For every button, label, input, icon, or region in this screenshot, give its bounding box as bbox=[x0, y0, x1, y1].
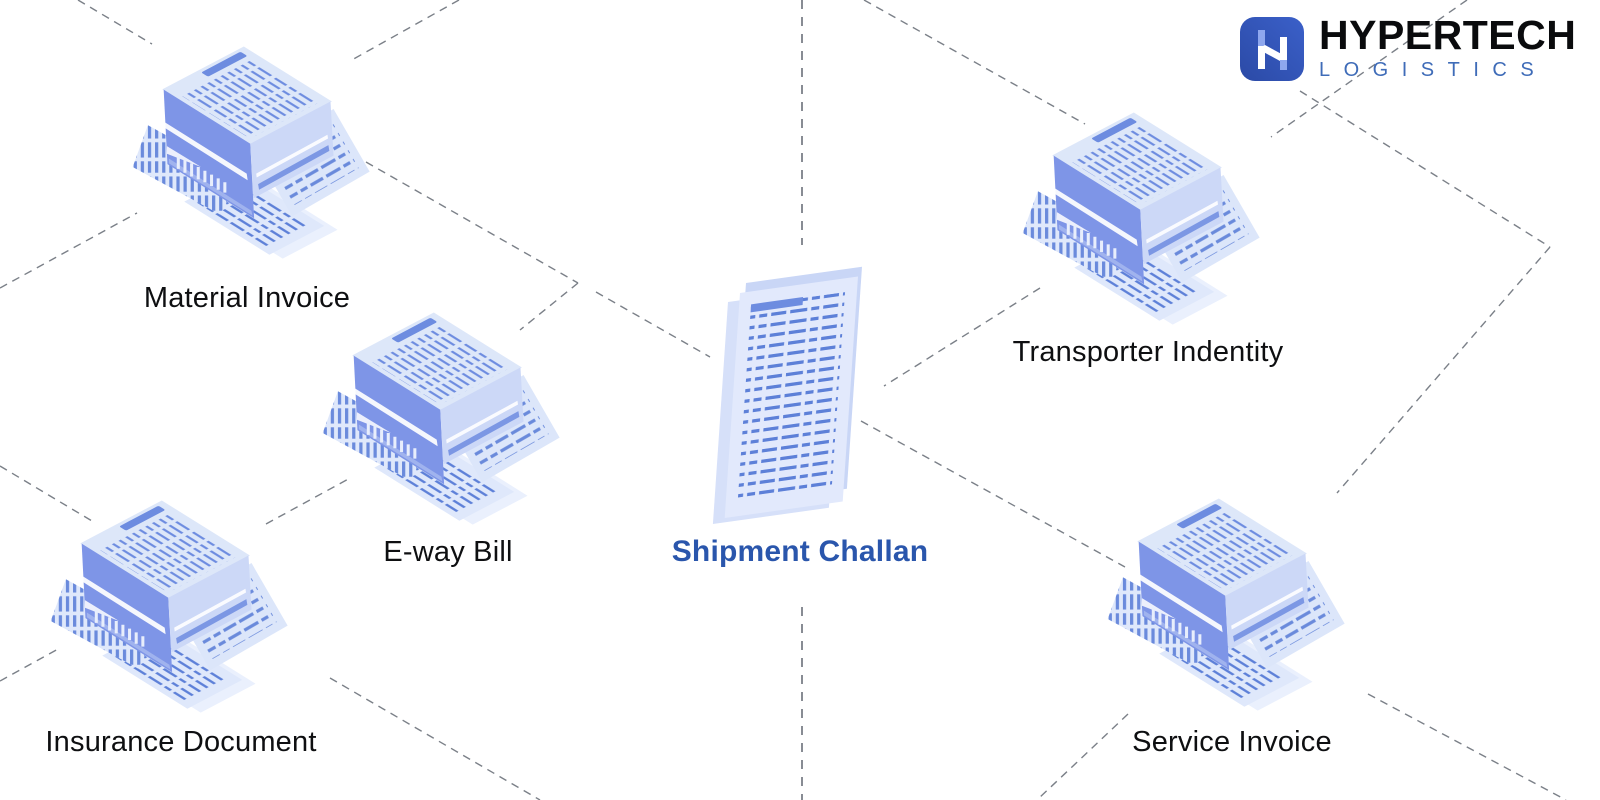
label-service-invoice: Service Invoice bbox=[1132, 726, 1332, 758]
e-way-bill-icon bbox=[321, 310, 562, 527]
label-e-way-bill: E-way Bill bbox=[383, 536, 513, 568]
label-insurance-document: Insurance Document bbox=[45, 726, 317, 758]
label-material-invoice: Material Invoice bbox=[143, 282, 351, 314]
logo: HYPERTECH LOGISTICS bbox=[1240, 12, 1577, 82]
insurance-document-icon bbox=[49, 498, 290, 715]
shipment-challan-icon bbox=[712, 266, 862, 524]
logo-tagline: LOGISTICS bbox=[1319, 58, 1548, 81]
service-invoice-icon bbox=[1106, 496, 1347, 713]
logo-name: HYPERTECH bbox=[1319, 12, 1577, 58]
material-invoice-icon bbox=[131, 44, 372, 261]
label-transporter-indentity: Transporter Indentity bbox=[1012, 336, 1284, 368]
label-shipment-challan: Shipment Challan bbox=[671, 535, 929, 568]
transporter-indentity-icon bbox=[1021, 110, 1262, 327]
connector-lines bbox=[0, 0, 1567, 800]
logo-h-icon bbox=[1240, 17, 1304, 81]
